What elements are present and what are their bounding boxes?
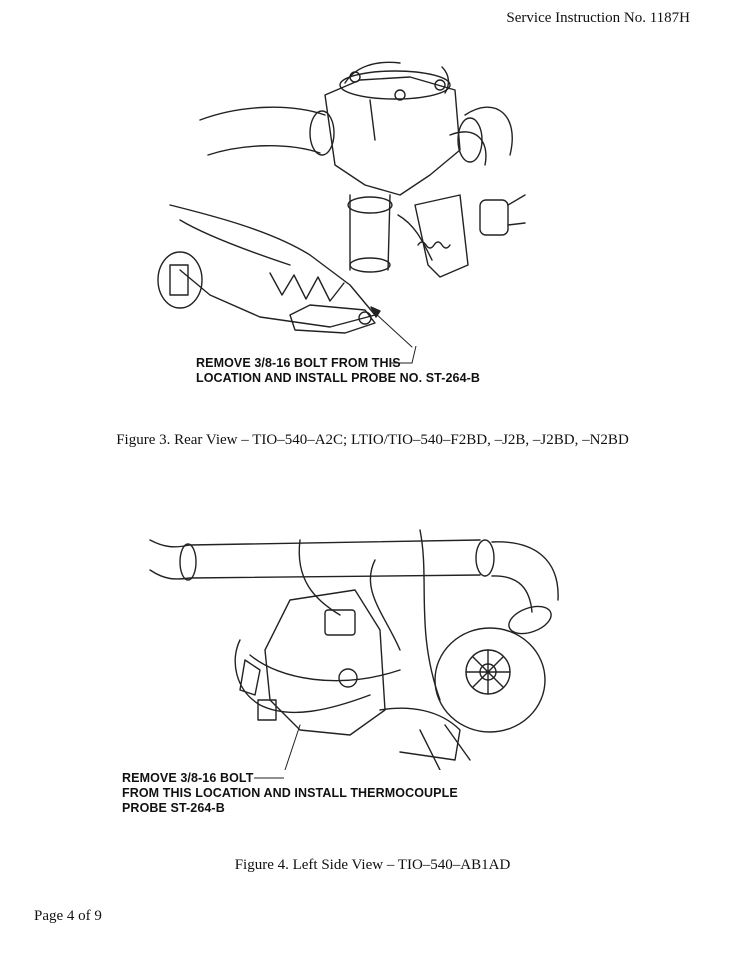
figure-3-callout: REMOVE 3/8-16 BOLT FROM THIS LOCATION AN… — [196, 356, 480, 386]
figure-4-callout-line-1: REMOVE 3/8-16 BOLT — [122, 771, 254, 785]
figure-3-illustration — [150, 55, 540, 355]
page-number: Page 4 of 9 — [34, 908, 102, 924]
figure-4-illustration — [140, 520, 580, 770]
figure-4-callout-line-2: FROM THIS LOCATION AND INSTALL THERMOCOU… — [122, 786, 458, 800]
figure-3-caption: Figure 3. Rear View – TIO–540–A2C; LTIO/… — [116, 432, 629, 448]
figure-3-callout-line-1: REMOVE 3/8-16 BOLT FROM THIS — [196, 356, 401, 370]
figure-4-caption: Figure 4. Left Side View – TIO–540–AB1AD — [234, 857, 511, 873]
figure-4-leader-line — [254, 777, 284, 779]
figure-3-callout-line-2: LOCATION AND INSTALL PROBE NO. ST-264-B — [196, 371, 481, 385]
document-number: Service Instruction No. 1187H — [506, 10, 690, 26]
figure-3-leader-line — [390, 346, 417, 364]
figure-4-callout: REMOVE 3/8-16 BOLT FROM THIS LOCATION AN… — [122, 771, 458, 816]
figure-4-callout-line-3: PROBE ST-264-B — [122, 801, 225, 815]
